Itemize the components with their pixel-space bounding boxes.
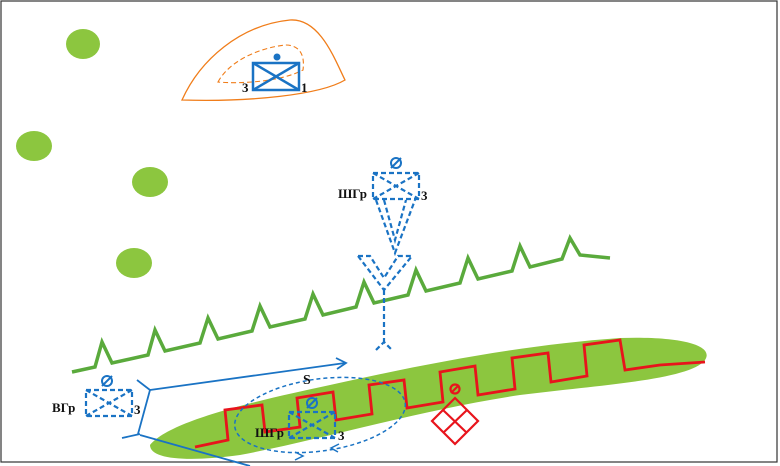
hq-right-label: 1 (301, 80, 308, 95)
upper-group-number: 3 (421, 188, 428, 203)
trench-line (71, 233, 611, 374)
enemy-defense-line (194, 338, 706, 449)
upper-group-label: ШГр (338, 186, 367, 201)
reserve-group-symbol (84, 388, 134, 418)
hill-contour (181, 19, 346, 101)
bush (66, 29, 100, 59)
lower-group-label: ШГр (255, 425, 284, 440)
assault-group-upper-symbol (355, 171, 421, 351)
null-sign-icon (390, 157, 402, 169)
left-group-number: 3 (134, 402, 141, 417)
bush (116, 248, 152, 278)
bushes (16, 29, 168, 278)
null-sign-icon (306, 397, 318, 409)
command-post-symbol (251, 53, 301, 92)
hq-left-label: 3 (242, 80, 249, 95)
sector-label: S (303, 373, 311, 388)
bush (16, 131, 52, 161)
hill-inner-contour (217, 44, 304, 84)
encirclement-maneuver (233, 376, 407, 454)
left-group-label: ВГр (52, 400, 75, 415)
enemy-unit-symbol (430, 383, 480, 446)
null-sign-icon (101, 375, 113, 387)
assault-group-lower-symbol (287, 410, 337, 440)
lower-group-number: 3 (338, 428, 345, 443)
bush (132, 167, 168, 197)
sector-arrows (121, 357, 348, 466)
